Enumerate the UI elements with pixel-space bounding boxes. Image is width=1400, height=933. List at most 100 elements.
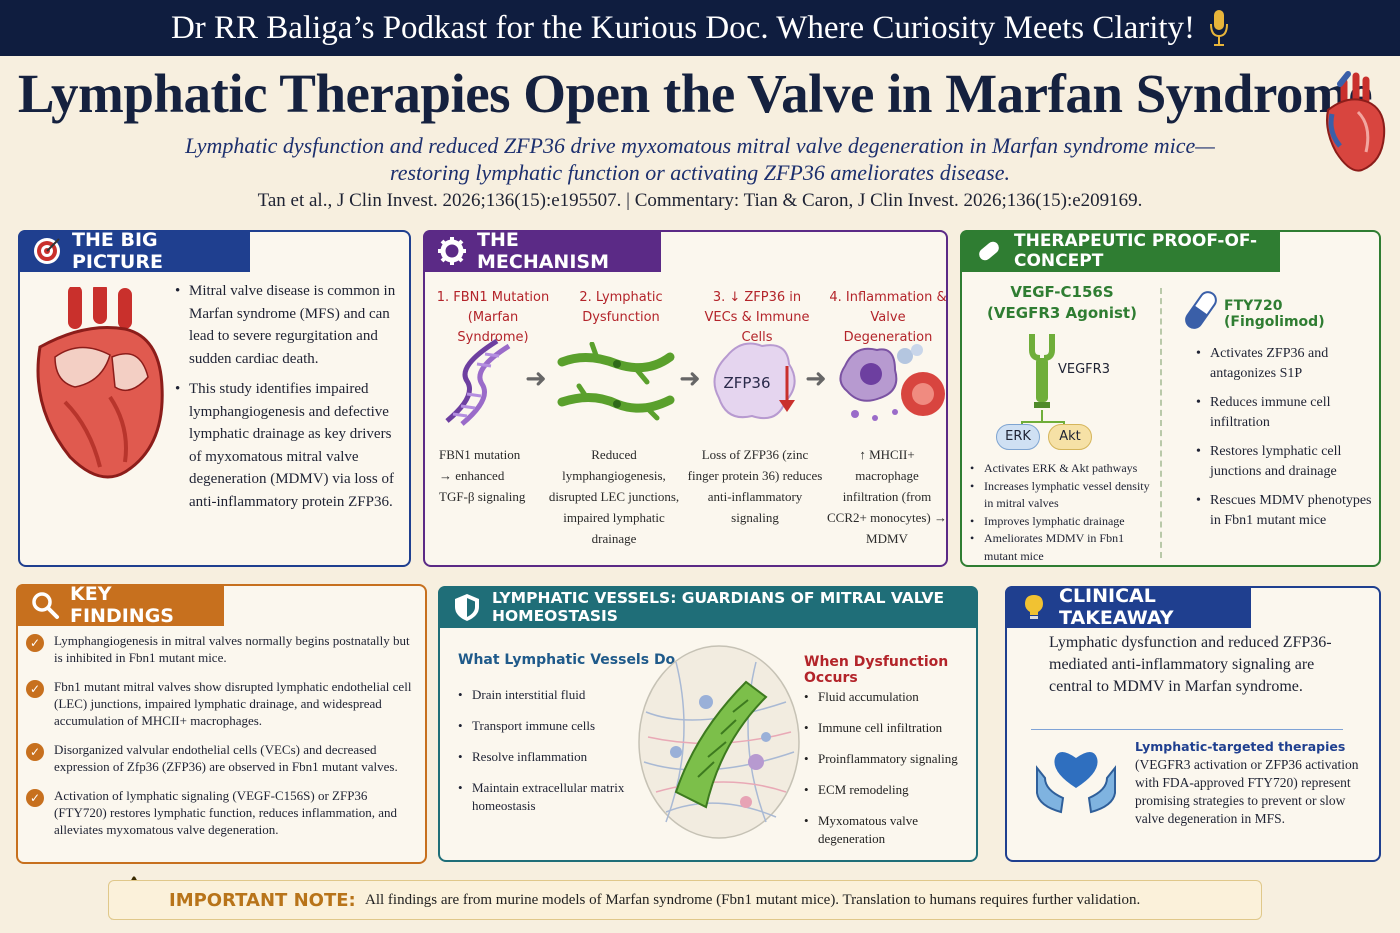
vessel-function-item: Transport immune cells [458,717,636,735]
what-vessels-do-list: Drain interstitial fluid Transport immun… [458,686,636,815]
big-picture-bullets: Mitral valve disease is common in Marfan… [175,280,405,513]
akt-badge: Akt [1048,424,1092,450]
mechanism-step-3-title: 3. ↓ ZFP36 in VECs & Immune Cells [704,290,810,345]
subtitle: Lymphatic dysfunction and reduced ZFP36 … [80,132,1320,186]
therapy-title: Lymphatic-targeted therapies [1135,739,1346,754]
vegfr3-label: VEGFR3 [1058,362,1110,377]
magnifier-icon [32,592,59,619]
vegf-bullet: Improves lymphatic drainage [970,513,1158,531]
key-findings-title: KEY FINDINGS [70,583,174,627]
erk-badge: ERK [996,424,1040,450]
big-picture-card: THE BIG PICTURE Mitral valve disease is … [18,229,411,567]
lymphatic-vessel-illustration-icon [638,645,800,839]
finding-item: ✓Activation of lymphatic signaling (VEGF… [26,787,420,838]
therapeutic-divider [1160,288,1162,558]
big-picture-header: THE BIG PICTURE [18,229,250,273]
therapeutic-title: THERAPEUTIC PROOF-OF-CONCEPT [1014,231,1258,271]
banner-text: Dr RR Baliga’s Podkast for the Kurious D… [170,9,1196,46]
microphone-icon [1210,10,1229,46]
dna-icon [445,338,511,426]
vegf-bullet: Ameliorates MDMV in Fbn1 mutant mice [970,530,1158,565]
fty720-bullet: Reduces immune cell infiltration [1196,393,1372,433]
therapy-block: Lymphatic-targeted therapies (VEGFR3 act… [1135,738,1367,828]
key-findings-card: KEY FINDINGS ✓Lymphangiogenesis in mitra… [16,583,427,864]
checkmark-icon: ✓ [26,789,44,807]
vegf-bullets: Activates ERK & Akt pathways Increases l… [970,460,1158,565]
what-vessels-do-title: What Lymphatic Vessels Do [458,652,676,668]
mechanism-step-2-desc: Reduced lymphangiogenesis, disrupted LEC… [548,447,680,546]
lymphatic-vessel-icon [557,342,675,421]
heart-cross-section-icon [36,287,164,479]
hands-heart-icon [1036,752,1116,814]
dysfunction-title: When Dysfunction Occurs [804,654,949,686]
podcast-banner: Dr RR Baliga’s Podkast for the Kurious D… [0,0,1400,56]
mechanism-step-3-desc: Loss of ZFP36 (zinc finger protein 36) r… [687,447,823,525]
mechanism-step-1-desc: FBN1 mutation → enhanced TGF-β signaling [439,447,526,504]
lymphatic-vessels-title: LYMPHATIC VESSELS: GUARDIANS OF MITRAL V… [492,589,945,625]
big-picture-title: THE BIG PICTURE [72,229,163,273]
target-icon [34,238,60,264]
vessel-function-item: Resolve inflammation [458,748,636,766]
big-picture-bullet: Mitral valve disease is common in Marfan… [175,280,405,370]
arrow-icon: ➜ [679,364,701,394]
key-findings-list: ✓Lymphangiogenesis in mitral valves norm… [26,632,420,838]
key-findings-header: KEY FINDINGS [16,583,224,627]
clinical-takeaway-title: CLINICAL TAKEAWAY [1059,585,1174,629]
subtitle-line-2: restoring lymphatic function or activati… [389,160,1010,185]
big-picture-bullet: This study identifies impaired lymphangi… [175,378,405,513]
fty720-title: FTY720 (Fingolimod) [1224,298,1325,330]
arrow-icon: ➜ [805,364,827,394]
lightbulb-icon [1025,595,1043,619]
clinical-takeaway-header: CLINICAL TAKEAWAY [1005,585,1251,629]
zfp36-blob-icon [713,342,796,420]
mechanism-step-2-title: 2. Lymphatic Dysfunction [579,290,663,325]
takeaway-divider [1031,729,1343,730]
mechanism-step-1-title: 1. FBN1 Mutation (Marfan Syndrome) [436,290,550,345]
note-label: IMPORTANT NOTE: [169,889,356,911]
mechanism-header: THE MECHANISM [423,229,661,273]
vegf-bullet: Increases lymphatic vessel density in mi… [970,478,1158,513]
note-text: All findings are from murine models of M… [365,891,1141,908]
clinical-takeaway-card: CLINICAL TAKEAWAY Lymphatic dysfunction … [1005,585,1381,862]
finding-item: ✓Fbn1 mutant mitral valves show disrupte… [26,678,420,729]
vessel-function-item: Maintain extracellular matrix homeostasi… [458,779,636,815]
vegf-title: VEGF-C156S (VEGFR3 Agonist) [987,283,1137,322]
capsule-icon [1185,291,1217,329]
fty720-bullet: Rescues MDMV phenotypes in Fbn1 mutant m… [1196,491,1372,531]
checkmark-icon: ✓ [26,634,44,652]
fty720-bullet: Activates ZFP36 and antagonizes S1P [1196,344,1372,384]
fty720-bullets: Activates ZFP36 and antagonizes S1P Redu… [1196,344,1372,531]
gear-icon [438,237,466,265]
finding-item: ✓Lymphangiogenesis in mitral valves norm… [26,632,420,666]
main-title: Lymphatic Therapies Open the Valve in Ma… [17,63,1373,124]
therapeutic-header: THERAPEUTIC PROOF-OF-CONCEPT [960,230,1280,272]
mechanism-step-4-desc: ↑ MHCII+ macrophage infiltration (from C… [827,447,947,546]
pill-icon [979,241,999,261]
finding-item: ✓Disorganized valvular endothelial cells… [26,741,420,775]
dysfunction-item: Proinflammatory signaling [804,750,976,768]
dysfunction-item: Fluid accumulation [804,688,976,706]
arrow-icon: ➜ [525,364,547,394]
lymphatic-vessels-card: LYMPHATIC VESSELS: GUARDIANS OF MITRAL V… [438,586,978,862]
macrophage-icon [839,344,945,421]
dysfunction-item: ECM remodeling [804,781,976,799]
dysfunction-list: Fluid accumulation Immune cell infiltrat… [804,688,976,848]
citation: Tan et al., J Clin Invest. 2026;136(15):… [257,190,1143,211]
dysfunction-item: Myxomatous valve degeneration [804,812,976,848]
important-note: IMPORTANT NOTE: All findings are from mu… [108,880,1262,920]
vessel-function-item: Drain interstitial fluid [458,686,636,704]
lymphatic-vessels-header: LYMPHATIC VESSELS: GUARDIANS OF MITRAL V… [438,586,978,628]
takeaway-text: Lymphatic dysfunction and reduced ZFP36-… [1049,634,1332,695]
therapy-text: (VEGFR3 activation or ZFP36 activation w… [1135,757,1359,826]
heart-illustration-icon [1326,71,1386,172]
checkmark-icon: ✓ [26,680,44,698]
mechanism-card: THE MECHANISM 1. FBN1 Mutation (Marfan S… [423,229,948,567]
mechanism-title: THE MECHANISM [477,229,609,273]
subtitle-line-1: Lymphatic dysfunction and reduced ZFP36 … [185,133,1215,158]
vegf-bullet: Activates ERK & Akt pathways [970,460,1158,478]
zfp36-label: ZFP36 [723,374,771,392]
dysfunction-item: Immune cell infiltration [804,719,976,737]
therapeutic-card: THERAPEUTIC PROOF-OF-CONCEPT VEGF-C156S … [960,230,1381,567]
shield-icon [455,594,479,621]
fty720-bullet: Restores lymphatic cell junctions and dr… [1196,442,1372,482]
